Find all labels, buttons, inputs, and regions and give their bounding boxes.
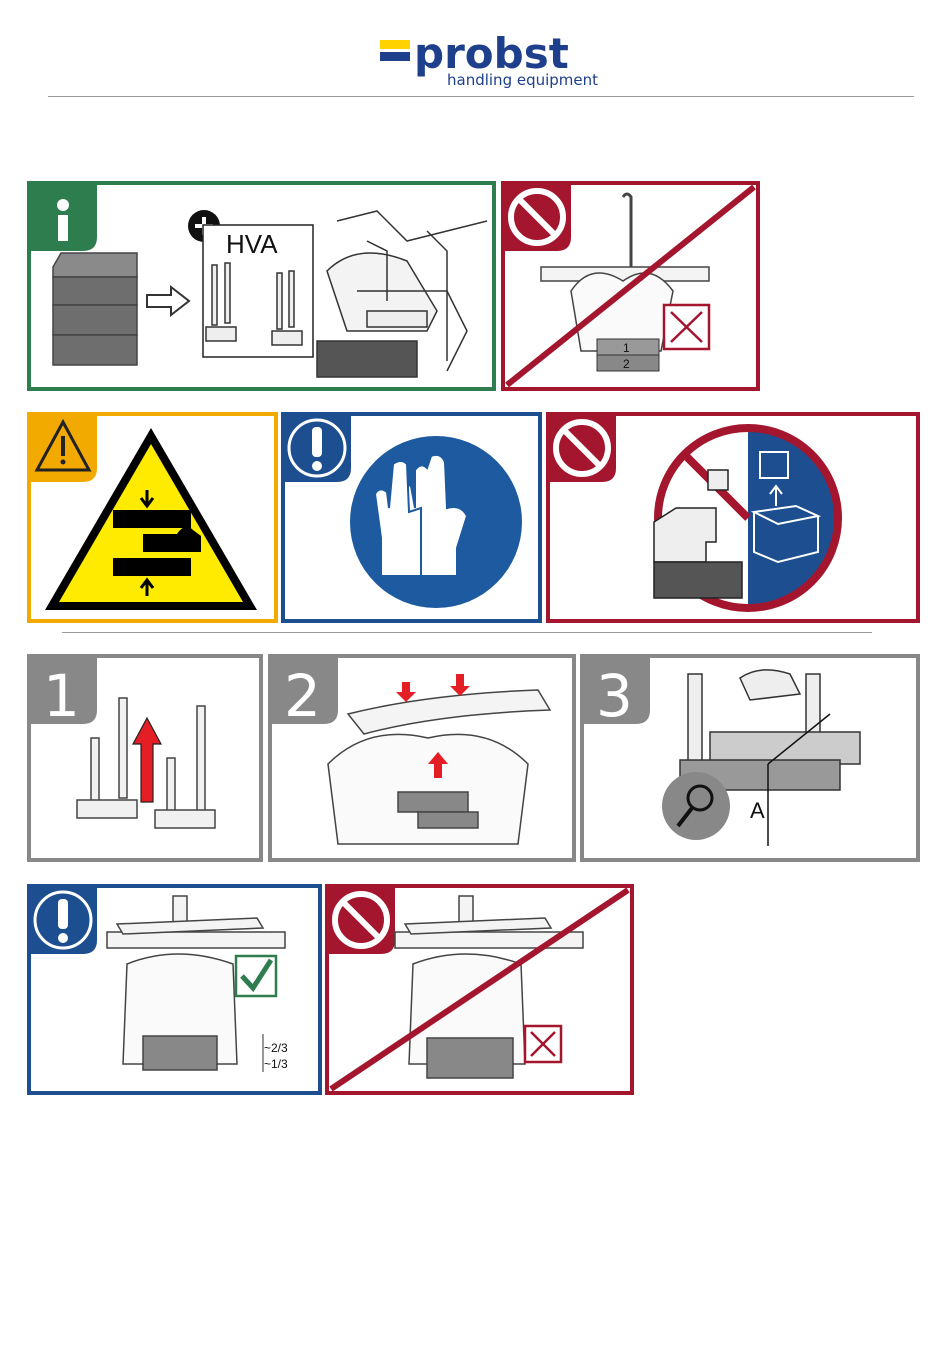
layer-label-1: 1 (623, 341, 630, 355)
stacked-blocks (53, 253, 137, 365)
warning-crush-panel (27, 412, 278, 623)
correct-grip-panel: ~2/3 ~1/3 (27, 884, 322, 1095)
ratio-upper-label: ~2/3 (264, 1041, 288, 1055)
brand-tagline: handling equipment (447, 71, 598, 89)
prohibited-lifting-panel (546, 412, 920, 623)
cross-icon (664, 305, 709, 349)
section-divider (62, 632, 872, 633)
prohibited-double-layer-panel: 1 2 (501, 181, 760, 391)
cross-icon (525, 1026, 561, 1062)
step-number-2: 2 (284, 662, 321, 730)
wrong-grip-panel (325, 884, 634, 1095)
step-number-1: 1 (43, 662, 80, 730)
info-icon (57, 199, 69, 241)
header: probst handling equipment (0, 0, 950, 100)
step-3-panel: 3 A (580, 654, 920, 862)
ratio-lower-label: ~1/3 (264, 1057, 288, 1071)
check-icon (236, 956, 276, 996)
info-panel-accessory: HVA (27, 181, 496, 391)
magnifier-icon (662, 772, 730, 840)
hva-label: HVA (226, 229, 278, 259)
layer-label-2: 2 (623, 357, 630, 371)
step-2-panel: 2 (268, 654, 576, 862)
header-divider (48, 96, 914, 97)
mandatory-gloves-panel (281, 412, 542, 623)
step-number-3: 3 (596, 662, 633, 730)
probst-logo: probst handling equipment (0, 0, 950, 100)
step-1-panel: 1 (27, 654, 263, 862)
dimension-a-label: A (750, 798, 765, 823)
